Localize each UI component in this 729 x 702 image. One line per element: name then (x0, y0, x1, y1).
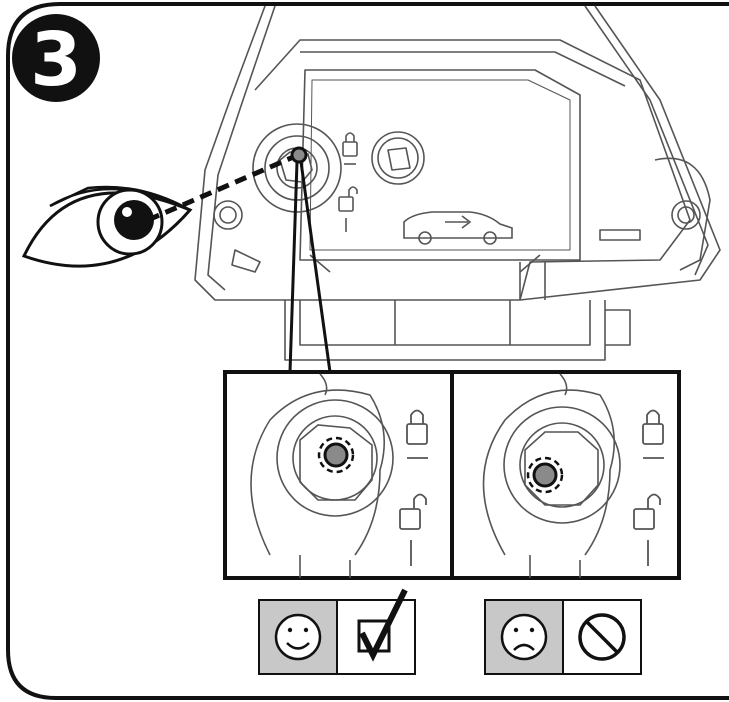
eye-icon (21, 185, 193, 268)
padlock-closed-icon (406, 409, 428, 459)
frowny-face-icon (500, 613, 548, 661)
prohibited-icon (578, 613, 626, 661)
device-illustration (194, 5, 721, 361)
outer-frame (6, 2, 729, 700)
padlock-open-icon (399, 493, 427, 566)
car-arrow-icon (403, 211, 513, 245)
smiley-face-icon (274, 613, 322, 661)
padlock-closed-icon (642, 409, 664, 459)
checkmark-box-icon (357, 588, 408, 662)
padlock-open-icon (338, 186, 358, 232)
step-badge: 3 (12, 14, 100, 103)
indicator-dot (290, 146, 308, 164)
result-box-bad (484, 599, 642, 675)
padlock-open-icon (633, 493, 661, 566)
padlock-closed-icon (342, 132, 358, 165)
step-number: 3 (30, 17, 82, 103)
detail-panel-unlocked (450, 370, 681, 580)
result-box-good (258, 588, 416, 675)
detail-panel-locked (223, 370, 454, 580)
sightline (147, 152, 299, 223)
callout-lines (288, 161, 332, 373)
